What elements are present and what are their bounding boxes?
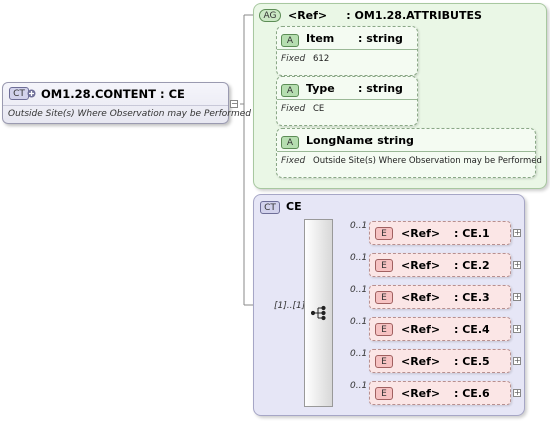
root-documentation: Outside Site(s) Where Observation may be… bbox=[8, 109, 252, 119]
attribute-group-title: <Ref> : OM1.28.ATTRIBUTES bbox=[288, 9, 482, 22]
attribute-type[interactable]: A Type: string Fixed CE bbox=[276, 76, 418, 126]
attribute-group-badge: AG bbox=[259, 9, 281, 22]
attribute-badge: A bbox=[281, 84, 299, 97]
root-title: OM1.28.CONTENT : CE bbox=[41, 87, 185, 101]
element-ref: <Ref> bbox=[401, 387, 441, 400]
complex-type-badge: CT bbox=[260, 201, 280, 214]
attribute-name: Type: string bbox=[306, 82, 403, 95]
element-occurrence: 0..1 bbox=[350, 285, 368, 295]
element-ce5[interactable]: E <Ref> : CE.5 bbox=[369, 349, 511, 373]
attribute-name: Item: string bbox=[306, 32, 403, 45]
element-type: : CE.4 bbox=[454, 323, 490, 336]
element-ce1[interactable]: E <Ref> : CE.1 bbox=[369, 221, 511, 245]
element-badge: E bbox=[375, 387, 393, 400]
element-type: : CE.1 bbox=[454, 227, 490, 240]
element-ref: <Ref> bbox=[401, 259, 441, 272]
attribute-badge: A bbox=[281, 136, 299, 149]
fixed-value: Outside Site(s) Where Observation may be… bbox=[313, 156, 542, 166]
attribute-badge: A bbox=[281, 34, 299, 47]
root-header: CT OM1.28.CONTENT : CE bbox=[3, 83, 228, 106]
element-badge: E bbox=[375, 355, 393, 368]
element-type: : CE.3 bbox=[454, 291, 490, 304]
sequence-compositor[interactable] bbox=[304, 219, 333, 407]
expand-toggle[interactable]: + bbox=[513, 228, 521, 237]
element-badge: E bbox=[375, 323, 393, 336]
element-type: : CE.5 bbox=[454, 355, 490, 368]
element-ce6[interactable]: E <Ref> : CE.6 bbox=[369, 381, 511, 405]
divider bbox=[277, 99, 417, 100]
element-ref: <Ref> bbox=[401, 323, 441, 336]
element-occurrence: 0..1 bbox=[350, 349, 368, 359]
sequence-icon bbox=[311, 305, 326, 321]
expand-toggle[interactable]: + bbox=[513, 292, 521, 301]
fixed-value: CE bbox=[313, 104, 325, 114]
expand-toggle[interactable]: + bbox=[513, 324, 521, 333]
attribute-longname[interactable]: A LongName: string Fixed Outside Site(s)… bbox=[276, 128, 542, 178]
element-occurrence: 0..1 bbox=[350, 317, 368, 327]
element-ref: <Ref> bbox=[401, 227, 441, 240]
attribute-group[interactable]: AG <Ref> : OM1.28.ATTRIBUTES A Item: str… bbox=[253, 3, 547, 189]
collapse-toggle[interactable]: − bbox=[230, 99, 238, 108]
element-badge: E bbox=[375, 227, 393, 240]
element-ce2[interactable]: E <Ref> : CE.2 bbox=[369, 253, 511, 277]
element-badge: E bbox=[375, 259, 393, 272]
fixed-label: Fixed bbox=[281, 104, 306, 114]
complex-type-badge: CT bbox=[9, 87, 29, 100]
element-occurrence: 0..1 bbox=[350, 381, 368, 391]
element-occurrence: 0..1 bbox=[350, 253, 368, 263]
expand-toggle[interactable]: + bbox=[513, 260, 521, 269]
element-ce4[interactable]: E <Ref> : CE.4 bbox=[369, 317, 511, 341]
element-type: : CE.2 bbox=[454, 259, 490, 272]
element-type: : CE.6 bbox=[454, 387, 490, 400]
fixed-label: Fixed bbox=[281, 54, 306, 64]
element-ce3[interactable]: E <Ref> : CE.3 bbox=[369, 285, 511, 309]
sequence-occurrence: [1]..[1] bbox=[274, 301, 306, 311]
root-complex-type[interactable]: CT OM1.28.CONTENT : CE Outside Site(s) W… bbox=[2, 82, 251, 124]
attribute-name: LongName: string bbox=[306, 134, 414, 147]
divider bbox=[277, 151, 535, 152]
fixed-value: 612 bbox=[313, 54, 330, 64]
element-badge: E bbox=[375, 291, 393, 304]
element-ref: <Ref> bbox=[401, 355, 441, 368]
divider bbox=[277, 49, 417, 50]
element-ref: <Ref> bbox=[401, 291, 441, 304]
expand-toggle[interactable]: + bbox=[513, 356, 521, 365]
expand-plus-icon bbox=[27, 89, 36, 98]
expand-toggle[interactable]: + bbox=[513, 388, 521, 397]
ce-title: CE bbox=[286, 200, 302, 213]
element-occurrence: 0..1 bbox=[350, 221, 368, 231]
fixed-label: Fixed bbox=[281, 156, 306, 166]
attribute-item[interactable]: A Item: string Fixed 612 bbox=[276, 26, 418, 76]
